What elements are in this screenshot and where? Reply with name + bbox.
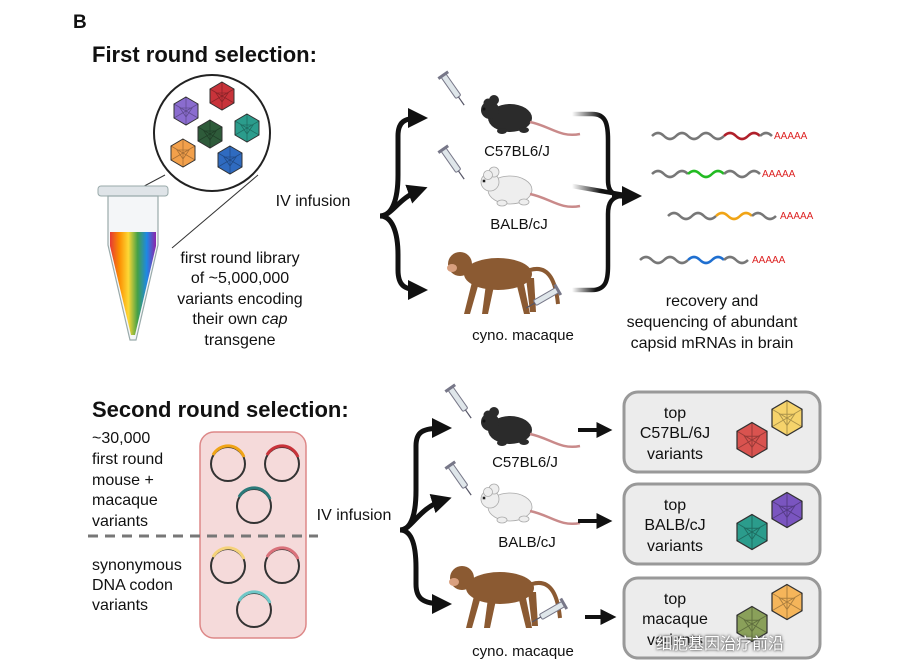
- recovery-text: recovery and sequencing of abundant caps…: [627, 293, 798, 352]
- result-box-macaque: top macaque variants: [622, 576, 822, 660]
- svg-text:top: top: [664, 497, 686, 514]
- svg-text:their own cap: their own cap: [192, 311, 287, 328]
- round1-animal-balb: BALB/cJ: [490, 216, 548, 233]
- macaque-icon: [445, 250, 560, 316]
- syringe-icon: [443, 382, 477, 423]
- result-box-c57: top C57BL/6J variants: [622, 390, 822, 474]
- round1-infusion-label: IV infusion: [276, 193, 351, 210]
- svg-text:synonymous: synonymous: [92, 557, 182, 574]
- svg-text:macaque: macaque: [642, 611, 708, 628]
- syringe-icon: [443, 459, 477, 500]
- svg-text:sequencing of abundant: sequencing of abundant: [627, 314, 798, 331]
- mouse-white-icon: [479, 482, 582, 526]
- svg-text:variants: variants: [647, 632, 703, 649]
- svg-text:first round library: first round library: [180, 250, 299, 267]
- svg-text:recovery and: recovery and: [666, 293, 759, 310]
- svg-text:DNA codon: DNA codon: [92, 577, 173, 594]
- round2-animal-balb: BALB/cJ: [498, 534, 556, 551]
- svg-text:BALB/cJ: BALB/cJ: [644, 517, 705, 534]
- round2-infusion-arrows: [300, 418, 452, 614]
- capsid-library-zoom: [117, 74, 271, 249]
- svg-text:~30,000: ~30,000: [92, 430, 150, 447]
- round1-title: First round selection:: [92, 42, 317, 67]
- round2-infusion-label: IV infusion: [317, 507, 392, 524]
- svg-text:variants: variants: [647, 446, 703, 463]
- svg-text:transgene: transgene: [204, 332, 275, 349]
- svg-text:mouse +: mouse +: [92, 472, 154, 489]
- svg-text:C57BL/6J: C57BL/6J: [640, 425, 710, 442]
- syringe-icon: [436, 143, 470, 184]
- round1-animal-macaque: cyno. macaque: [472, 327, 574, 344]
- result-box-balb: top BALB/cJ variants: [622, 482, 822, 566]
- polyA-tail: AAAAA: [774, 131, 808, 142]
- svg-text:variants encoding: variants encoding: [177, 291, 302, 308]
- svg-text:macaque: macaque: [92, 492, 158, 509]
- round2-title: Second round selection:: [92, 397, 349, 422]
- round2-animal-macaque: cyno. macaque: [472, 643, 574, 660]
- svg-text:variants: variants: [92, 597, 148, 614]
- svg-text:capsid mRNAs in brain: capsid mRNAs in brain: [631, 335, 794, 352]
- svg-text:variants: variants: [92, 513, 148, 530]
- result-arrows: [578, 422, 617, 625]
- panel-letter: B: [73, 12, 87, 33]
- svg-text:top: top: [664, 405, 686, 422]
- watermark-text: 细胞基因治疗前沿: [656, 634, 785, 653]
- rna-sequences: [639, 131, 777, 265]
- polyA-tail: AAAAA: [762, 169, 796, 180]
- library-tube-icon: [97, 185, 169, 341]
- round1-library-text: first round library of ~5,000,000 varian…: [177, 250, 302, 349]
- round1-converge-arrows: [571, 111, 642, 293]
- polyA-tail: AAAAA: [752, 255, 786, 266]
- round2-pool-b-text: synonymous DNA codon variants: [92, 557, 182, 614]
- round2-animal-c57: C57BL6/J: [492, 454, 558, 471]
- svg-text:top: top: [664, 591, 686, 608]
- polyA-tail: AAAAA: [780, 211, 814, 222]
- mouse-black-icon: [479, 93, 582, 137]
- svg-text:first round: first round: [92, 451, 163, 468]
- round1-infusion-arrows: [230, 108, 428, 300]
- plasmid-pool-box: [88, 431, 318, 639]
- syringe-icon: [436, 69, 470, 110]
- mouse-white-icon: [479, 165, 582, 209]
- round1-animal-c57: C57BL6/J: [484, 143, 550, 160]
- svg-text:of ~5,000,000: of ~5,000,000: [191, 270, 289, 287]
- round2-pool-a-text: ~30,000 first round mouse + macaque vari…: [92, 430, 163, 530]
- mouse-black-icon: [479, 405, 582, 449]
- svg-text:variants: variants: [647, 538, 703, 555]
